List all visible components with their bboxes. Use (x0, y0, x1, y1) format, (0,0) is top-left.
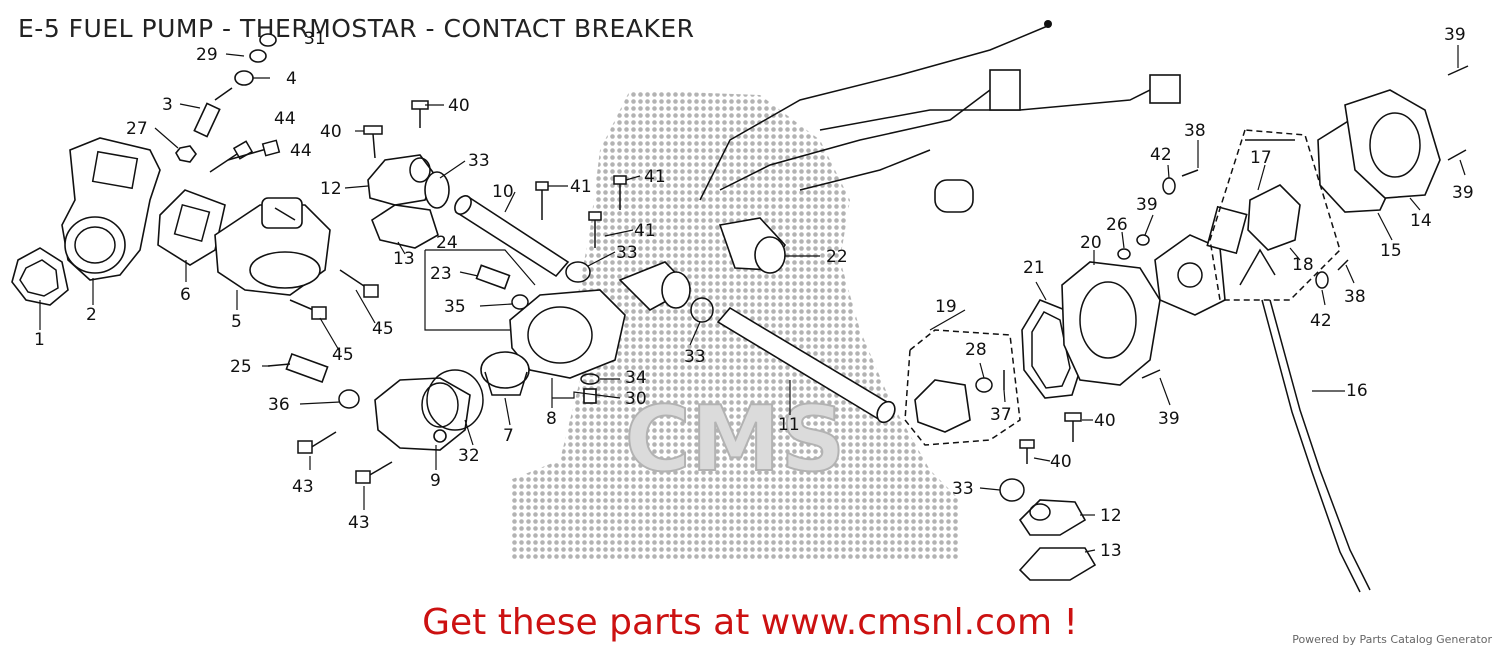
part-label: 23 (430, 264, 452, 284)
part-19-breaker (904, 329, 1021, 446)
part-41-bolts (535, 175, 627, 248)
part-label: 20 (1080, 233, 1102, 253)
part-label: 10 (492, 182, 514, 202)
part-label: 41 (634, 221, 656, 241)
part-label: 5 (231, 312, 242, 332)
part-45-bolts (289, 269, 379, 320)
part-label: 18 (1292, 255, 1314, 275)
part-label: 24 (436, 233, 458, 253)
part-label: 33 (684, 347, 706, 367)
part-label: 41 (570, 177, 592, 197)
part-label: 9 (430, 471, 441, 491)
part-label: 19 (935, 297, 957, 317)
part-27-nut (175, 145, 197, 163)
part-34-30-small (580, 373, 600, 404)
part-label: 29 (196, 45, 218, 65)
part-6-plate (157, 189, 226, 266)
part-label: 38 (1344, 287, 1366, 307)
part-label: 30 (625, 389, 647, 409)
footer-credit: Powered by Parts Catalog Generator (1292, 633, 1492, 646)
cmsnl-callout: Get these parts at www.cmsnl.com ! (422, 602, 1078, 643)
part-label: 40 (448, 96, 470, 116)
part-16-lead (1239, 248, 1371, 593)
part-label: 8 (546, 409, 557, 429)
part-25-36-sender (267, 352, 329, 384)
part-label: 12 (1100, 506, 1122, 526)
part-label: 3 (162, 95, 173, 115)
part-label: 4 (286, 69, 297, 89)
diagram-title: E-5 FUEL PUMP - THERMOSTAR - CONTACT BRE… (18, 14, 695, 43)
part-label: 39 (1158, 409, 1180, 429)
part-44-bolts (209, 139, 281, 173)
part-label: 39 (1136, 195, 1158, 215)
part-1-gasket (11, 247, 69, 306)
part-label: 44 (290, 141, 312, 161)
part-label: 42 (1310, 311, 1332, 331)
part-label: 26 (1106, 215, 1128, 235)
part-5-fuel-pump (214, 197, 331, 296)
part-label: 45 (372, 319, 394, 339)
part-label: 35 (444, 297, 466, 317)
part-label: 42 (1150, 145, 1172, 165)
part-label: 17 (1250, 148, 1272, 168)
part-label: 43 (348, 513, 370, 533)
part-label: 13 (393, 249, 415, 269)
part-10-pipe (454, 195, 570, 278)
part-label: 40 (320, 122, 342, 142)
part-label: 39 (1452, 183, 1474, 203)
part-label: 15 (1380, 241, 1402, 261)
part-2-pump-housing (61, 137, 161, 281)
part-label: 43 (292, 477, 314, 497)
part-22-harness (699, 20, 1181, 274)
part-label: 12 (320, 179, 342, 199)
part-label: 40 (1050, 452, 1072, 472)
part-9-32-cover (374, 369, 484, 451)
part-label: 33 (616, 243, 638, 263)
part-43-bolts (297, 431, 393, 484)
part-label: 7 (503, 426, 514, 446)
part-label: 31 (304, 29, 326, 49)
part-label: 14 (1410, 211, 1432, 231)
part-label: 33 (952, 479, 974, 499)
part-label: 2 (86, 305, 97, 325)
part-12-13-lower (1018, 499, 1097, 581)
part-label: 45 (332, 345, 354, 365)
part-label: 33 (468, 151, 490, 171)
part-label: 44 (274, 109, 296, 129)
part-label: 22 (826, 247, 848, 267)
part-8-thermostat-housing (509, 261, 692, 379)
part-14-15-cover (1317, 89, 1441, 213)
part-label: 41 (644, 167, 666, 187)
part-label: 16 (1346, 381, 1368, 401)
part-label: 25 (230, 357, 252, 377)
part-label: 38 (1184, 121, 1206, 141)
part-7-thermostat (480, 351, 530, 396)
part-label: 13 (1100, 541, 1122, 561)
part-23-35-sensor (475, 264, 529, 310)
part-label: 39 (1444, 25, 1466, 45)
part-label: 27 (126, 119, 148, 139)
part-label: 1 (34, 330, 45, 350)
part-label: 34 (625, 368, 647, 388)
part-12-13-upper (367, 154, 450, 249)
part-label: 6 (180, 285, 191, 305)
leader-lines (39, 45, 1466, 553)
part-label: 36 (268, 395, 290, 415)
part-3-plug (193, 87, 233, 138)
part-label: 37 (990, 405, 1012, 425)
part-label: 21 (1023, 258, 1045, 278)
part-label: 11 (778, 415, 800, 435)
part-number-labels: 1 2 3 4 6 5 12 13 12 13 9 10 11 7 8 14 1… (34, 25, 1474, 561)
part-20-housing (1061, 261, 1161, 386)
part-11-pipe (716, 306, 896, 424)
watermark-text: CMS (625, 387, 845, 492)
part-17-18-plate (1154, 129, 1341, 316)
part-label: 32 (458, 446, 480, 466)
part-29-31-4-washers (234, 33, 277, 86)
part-label: 28 (965, 340, 987, 360)
part-label: 40 (1094, 411, 1116, 431)
